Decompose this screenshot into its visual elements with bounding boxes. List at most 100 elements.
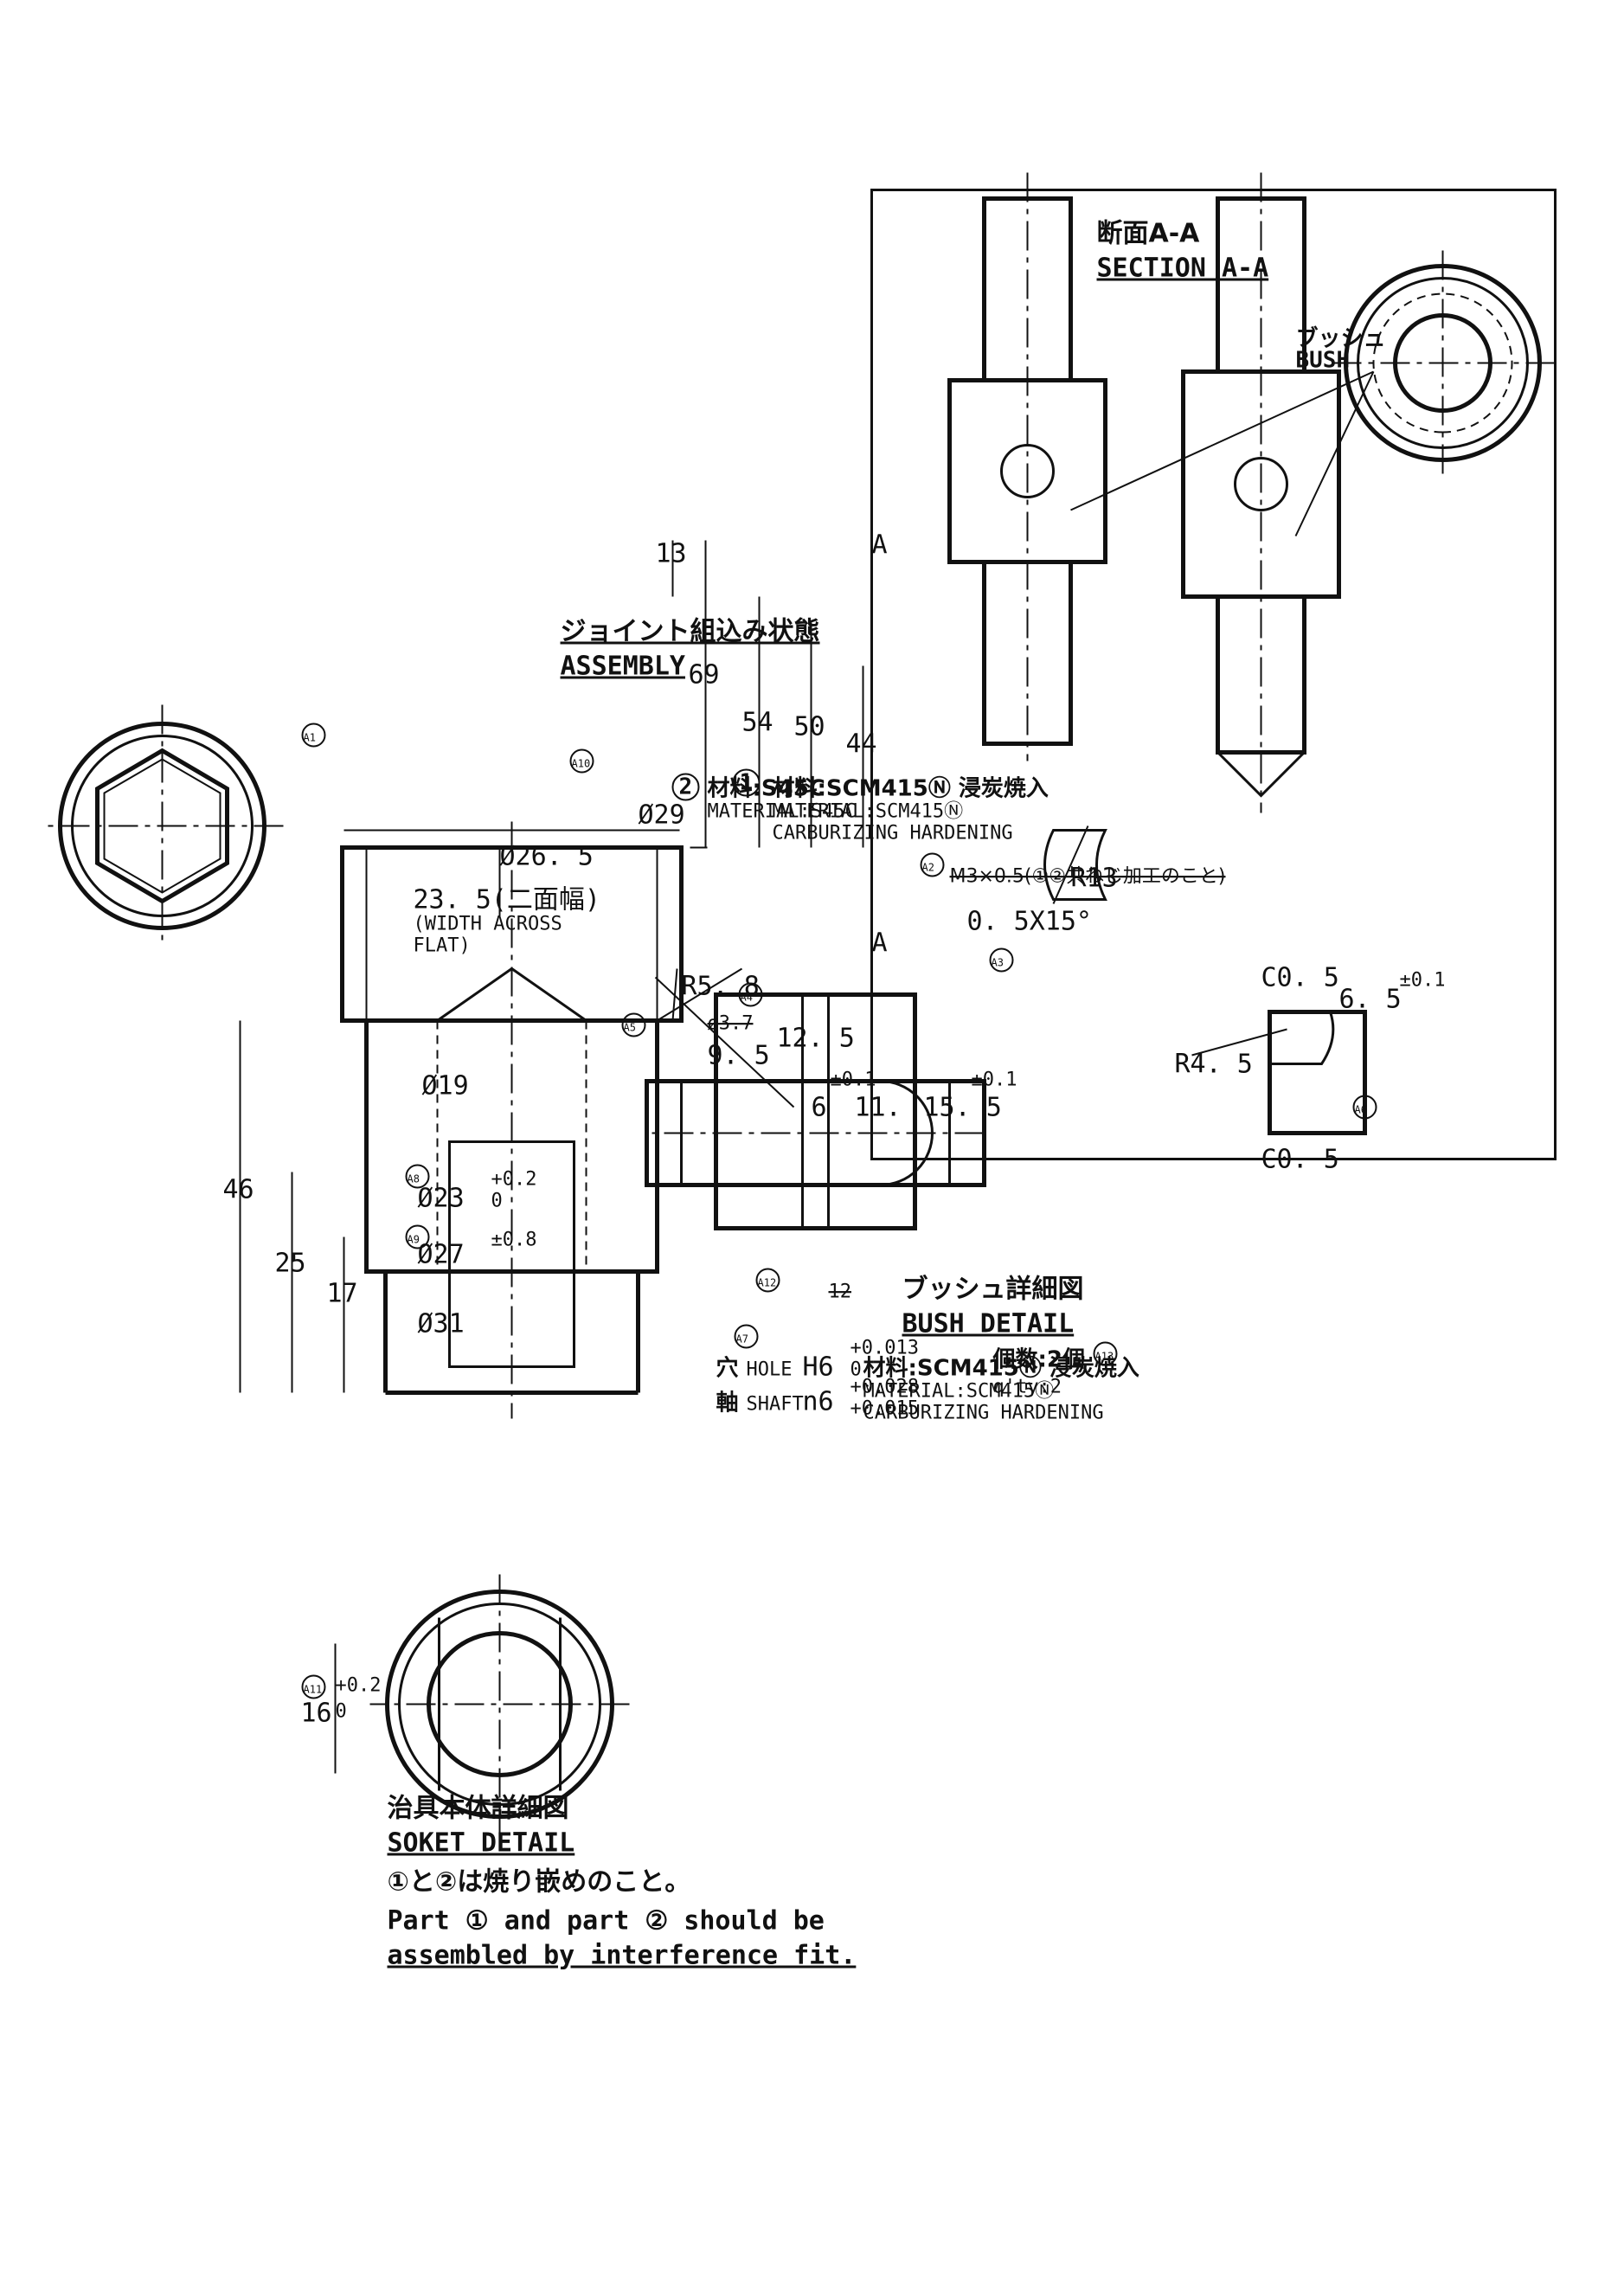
dim-bush-15-5-tol: ±0.1 (972, 1069, 1017, 1091)
assembly-view-upper (947, 172, 1107, 761)
socket-end-view-top (41, 704, 284, 947)
assembly-panel: ブッシュ BUSH A A 断面A-A SECTION A-A ジョイント組込み… (561, 172, 1557, 1160)
socket-end-view-bottom: 16 +0.2 0 (301, 1574, 630, 1834)
socket-fit-spec: 穴 HOLE H6 +0.013 0 軸 SHAFT n6 +0.028 +0.… (716, 1338, 919, 1420)
dim-len13: 13 (656, 539, 687, 569)
fit-hole-class: H6 (803, 1352, 834, 1383)
bush-dims: 12. 5 9. 5 R5. 8 ø3.7 15. 5 ±0.1 11. 6 ±… (654, 825, 1446, 1303)
dim-len46: 46 (223, 1175, 254, 1205)
socket-detail: Ø29 Ø26. 5 23. 5(二面幅) (WIDTH ACROSS FLAT… (41, 539, 1226, 1971)
socket-title-block: 治具本体詳細図 SOKET DETAIL ①と②は焼り嵌めのこと。 Part ①… (388, 1794, 857, 1971)
dim-d31: Ø31 (418, 1309, 465, 1339)
dim-bush-6-tol: ±0.1 (831, 1069, 876, 1091)
dim-bush-12-5: 12. 5 (777, 1024, 855, 1054)
section-title: 断面A-A SECTION A-A (1097, 219, 1269, 284)
section-title-en: SECTION A-A (1097, 254, 1269, 284)
dim-bush-c05a: C0. 5 (1261, 963, 1339, 993)
section-title-jp: 断面A-A (1097, 219, 1201, 249)
rev-mark-a10: A10 (572, 758, 591, 770)
rev-mark-a1: A1 (304, 732, 316, 744)
socket-note-en2: assembled by interference fit. (388, 1941, 857, 1971)
dim-bush-6: 6 (812, 1093, 827, 1123)
section-mark-a-top: A (872, 530, 888, 561)
bush-chamfer-piece (1268, 1010, 1367, 1135)
dim-len69: 69 (689, 660, 720, 690)
socket-note-jp: ①と②は焼り嵌めのこと。 (388, 1867, 691, 1898)
fit-hole-tol: +0.013 (851, 1338, 919, 1359)
bush-treatment: CARBURIZING HARDENING (863, 1403, 1104, 1424)
assembly-view-lower (1181, 172, 1341, 813)
fit-shaft-tol: +0.028 (851, 1377, 919, 1398)
part2-number: 2 (679, 774, 693, 800)
dim-d23: Ø23 (418, 1184, 465, 1214)
bush-qty-en: q'ty:2 (993, 1377, 1062, 1398)
bush-detail: 12. 5 9. 5 R5. 8 ø3.7 15. 5 ±0.1 11. 6 ±… (645, 825, 1446, 1424)
dim-len50: 50 (794, 712, 825, 742)
dim-flat-width: 23. 5(二面幅) (414, 885, 600, 915)
fit-hole-jp: 穴 (716, 1356, 739, 1382)
socket-side-view (340, 821, 684, 1419)
socket-title-jp: 治具本体詳細図 (388, 1794, 569, 1824)
bush-title-block: ブッシュ詳細図 BUSH DETAIL 材料:SCM415Ⓝ 浸炭焼入 MATE… (863, 1275, 1139, 1424)
section-mark-a-bottom: A (872, 928, 888, 959)
fit-hole-label: HOLE (747, 1359, 793, 1381)
bush-profile-view (645, 1079, 986, 1187)
rev-mark-a8: A8 (408, 1173, 420, 1185)
dim-bush-6-5-tol: ±0.1 (1400, 970, 1446, 992)
dim-len17: 17 (327, 1279, 358, 1309)
dim-end-view-tol-low: 0 (336, 1701, 347, 1723)
thread-note: M3×0.5(①②共ねじ加工のこと) (950, 866, 1226, 888)
assembly-bush-en: BUSH (1296, 348, 1351, 374)
bush-material-en: MATERIAL:SCM415Ⓝ (863, 1381, 1055, 1403)
dim-bush-r13: R13 (1071, 864, 1118, 894)
dim-bush-15-5: 15. 5 (924, 1093, 1002, 1123)
dim-d23-tol-low: 0 (491, 1191, 503, 1212)
bush-r13-piece (1043, 829, 1107, 901)
socket-note-en1: Part ① and part ② should be (388, 1906, 825, 1937)
bush-title-en: BUSH DETAIL (902, 1309, 1075, 1339)
fit-shaft-jp: 軸 (716, 1390, 739, 1416)
rev-mark-a7: A7 (736, 1333, 748, 1346)
fit-shaft-class: n6 (803, 1387, 834, 1417)
rev-mark-a9: A9 (408, 1234, 420, 1246)
dim-bush-struck1: ø3.7 (708, 1013, 754, 1035)
assembly-title: ジョイント組込み状態 ASSEMBLY (561, 617, 820, 682)
dim-bush-6-5: 6. 5 (1339, 985, 1402, 1015)
fit-shaft-tol-low: +0.015 (851, 1398, 919, 1420)
dim-end-view-tol: +0.2 (336, 1675, 382, 1697)
socket-bottom-dims: 17 25 46 (223, 1020, 358, 1393)
assembly-frame (870, 189, 1557, 1160)
fit-shaft-label: SHAFT (747, 1394, 804, 1416)
dim-d23-tol: +0.2 (491, 1169, 537, 1191)
dim-bush-struck2: 12 (829, 1281, 852, 1303)
part1-number: 1 (740, 770, 754, 796)
rev-mark-a3: A3 (992, 957, 1004, 969)
rev-mark-a6: A6 (1355, 1104, 1367, 1116)
rev-mark-a2: A2 (922, 862, 934, 874)
rev-mark-a12: A12 (758, 1277, 777, 1289)
bush-leader: ブッシュ BUSH (1070, 325, 1386, 536)
part1-material-jp: 材料:SCM415Ⓝ 浸炭焼入 (773, 775, 1049, 802)
dim-d27-tol: ±0.8 (491, 1230, 537, 1251)
dim-d19: Ø19 (422, 1071, 469, 1102)
rev-mark-a11: A11 (304, 1684, 323, 1696)
bush-material-jp: 材料:SCM415Ⓝ 浸炭焼入 (863, 1355, 1139, 1382)
dim-len54: 54 (742, 708, 773, 738)
dim-d26-5: Ø26. 5 (500, 842, 594, 872)
dim-bush-r5-8: R5. 8 (682, 972, 760, 1002)
bush-side-view (714, 992, 917, 1230)
dim-bush-chamfer: 0. 5X15° (967, 907, 1093, 937)
dim-bush-11: 11. (855, 1093, 902, 1123)
section-markers: A A (872, 530, 888, 959)
dim-len25: 25 (275, 1249, 306, 1279)
revision-marks: A1 A2 A3 A4 A5 A6 A7 A8 A9 A10 A11 A12 A… (301, 723, 1377, 1699)
assembly-title-jp: ジョイント組込み状態 (561, 617, 820, 647)
assembly-title-en: ASSEMBLY (561, 652, 686, 682)
dim-end-view-16: 16 (301, 1699, 332, 1729)
flat-note: (WIDTH ACROSS (414, 914, 562, 935)
assembly-bush-jp: ブッシュ (1296, 325, 1386, 352)
dim-d27: Ø27 (418, 1240, 465, 1270)
socket-material-callouts: 1 材料:SCM415Ⓝ 浸炭焼入 MATERIAL:SCM415Ⓝ CARBU… (656, 768, 1226, 1022)
